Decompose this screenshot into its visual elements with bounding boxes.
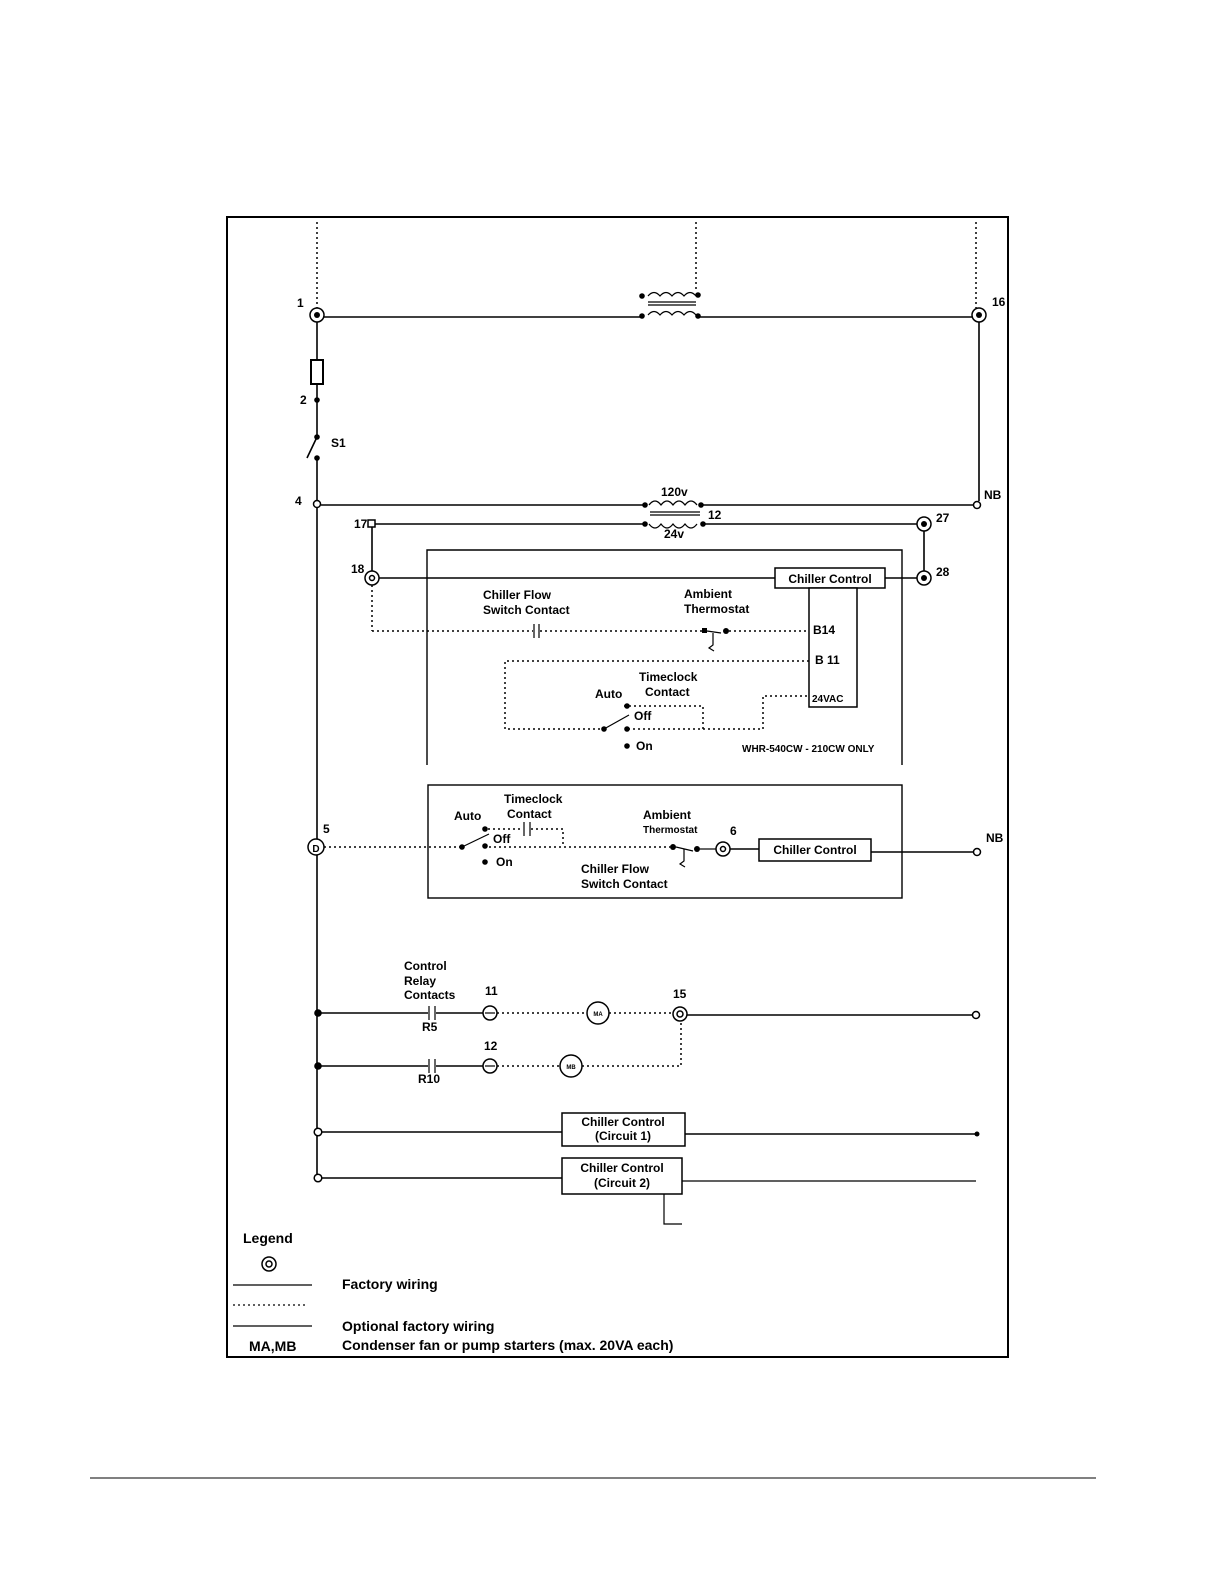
chiller-control-lower-label: Chiller Control bbox=[773, 843, 856, 857]
terminal-28-label: 28 bbox=[936, 565, 950, 579]
terminal-6-label: 6 bbox=[730, 824, 737, 838]
lower-ambient-line2: Thermostat bbox=[643, 825, 698, 836]
legend-factory-text: Factory wiring bbox=[342, 1276, 438, 1292]
terminal-5-label: 5 bbox=[323, 822, 330, 836]
relay-label-line1: Control bbox=[404, 959, 447, 973]
legend-optional-text: Optional factory wiring bbox=[342, 1318, 494, 1334]
relay-r10-label: R10 bbox=[418, 1072, 440, 1086]
primary-voltage-label: 120v bbox=[661, 485, 688, 499]
terminal-18 bbox=[364, 570, 380, 586]
terminal-1-label: 1 bbox=[297, 296, 304, 310]
vac-label: 24VAC bbox=[812, 694, 844, 705]
terminal-15-label: 15 bbox=[673, 987, 687, 1001]
transformer-24v-icon bbox=[648, 523, 698, 529]
lower-on-label: On bbox=[496, 855, 513, 869]
terminal-28 bbox=[916, 570, 932, 586]
transformer-120v-icon bbox=[648, 500, 698, 506]
upper-ambient-line1: Ambient bbox=[684, 587, 732, 601]
b14-label: B14 bbox=[813, 623, 835, 637]
terminal-27-label: 27 bbox=[936, 511, 950, 525]
selector-switch-upper-icon bbox=[601, 703, 630, 749]
legend-ma-mb-key: MA,MB bbox=[249, 1338, 296, 1354]
terminal-16 bbox=[971, 307, 987, 323]
lower-off-label: Off bbox=[493, 832, 511, 846]
terminal-right-r5 bbox=[971, 1010, 981, 1020]
upper-timeclock-line1: Timeclock bbox=[639, 670, 698, 684]
upper-on-label: On bbox=[636, 739, 653, 753]
ma-label: MA bbox=[593, 1012, 603, 1018]
lower-auto-label: Auto bbox=[454, 809, 481, 823]
lower-timeclock-line2: Contact bbox=[507, 807, 552, 821]
terminal-27 bbox=[916, 516, 932, 532]
chiller-control-circuit-2 bbox=[561, 1157, 683, 1195]
lower-flow-switch-line1: Chiller Flow bbox=[581, 862, 650, 876]
terminal-4-label: 4 bbox=[295, 494, 302, 508]
control-module-block bbox=[808, 587, 858, 708]
mb-starter-icon: MB bbox=[559, 1054, 583, 1078]
upper-option-box bbox=[426, 549, 903, 765]
relay-r5-label: R5 bbox=[422, 1020, 438, 1034]
terminal-6 bbox=[715, 841, 731, 857]
chiller-control-circuit-1 bbox=[561, 1112, 686, 1147]
diagram-frame bbox=[226, 216, 1009, 1358]
circuit-2-line1: Chiller Control bbox=[580, 1161, 663, 1175]
terminal-nb-mid bbox=[972, 847, 982, 857]
terminal-12-label: 12 bbox=[484, 1039, 498, 1053]
terminal-11 bbox=[482, 1005, 498, 1021]
terminal-17-label: 17 bbox=[354, 517, 368, 531]
secondary-voltage-label: 24v bbox=[664, 527, 684, 541]
fuse-icon bbox=[310, 359, 324, 385]
lower-timeclock-line1: Timeclock bbox=[504, 792, 563, 806]
legend-title: Legend bbox=[243, 1230, 293, 1246]
terminal-18-label: 18 bbox=[351, 562, 365, 576]
terminal-nb-top-label: NB bbox=[984, 488, 1002, 502]
terminal-5: D bbox=[307, 838, 325, 856]
relay-label-line2: Relay bbox=[404, 974, 436, 988]
chiller-control-lower bbox=[758, 838, 872, 862]
terminal-nb-mid-label: NB bbox=[986, 831, 1004, 845]
terminal-4 bbox=[312, 499, 322, 509]
circuit-2-line2: (Circuit 2) bbox=[594, 1176, 650, 1190]
circuit-1-line1: Chiller Control bbox=[581, 1115, 664, 1129]
upper-auto-label: Auto bbox=[595, 687, 622, 701]
lower-option-box bbox=[427, 784, 903, 899]
legend-ma-mb-desc: Condenser fan or pump starters (max. 20V… bbox=[342, 1337, 673, 1353]
chiller-control-upper-label: Chiller Control bbox=[788, 572, 871, 586]
terminal-1 bbox=[309, 307, 325, 323]
terminal-2-label: 2 bbox=[300, 393, 307, 407]
terminal-12 bbox=[482, 1058, 498, 1074]
switch-s1-icon bbox=[306, 436, 318, 459]
legend-terminal-icon bbox=[261, 1256, 277, 1272]
terminal-15 bbox=[672, 1006, 688, 1022]
lower-flow-switch-line2: Switch Contact bbox=[581, 877, 668, 891]
upper-box-note: WHR-540CW - 210CW ONLY bbox=[742, 744, 875, 755]
upper-off-label: Off bbox=[634, 709, 652, 723]
control-transformer-top bbox=[639, 291, 701, 319]
lower-ambient-line1: Ambient bbox=[643, 808, 691, 822]
mb-label: MB bbox=[566, 1065, 576, 1071]
terminal-11-label: 11 bbox=[485, 984, 498, 998]
terminal-17 bbox=[367, 519, 376, 528]
upper-flow-switch-line2: Switch Contact bbox=[483, 603, 570, 617]
selector-switch-lower-icon bbox=[459, 826, 490, 865]
switch-s1-label: S1 bbox=[331, 436, 346, 450]
upper-flow-switch-line1: Chiller Flow bbox=[483, 588, 552, 602]
terminal-16-label: 16 bbox=[992, 295, 1006, 309]
terminal-nb-top bbox=[972, 500, 982, 510]
b11-label: B 11 bbox=[815, 653, 840, 667]
relay-label-line3: Contacts bbox=[404, 988, 456, 1002]
circuit-1-line2: (Circuit 1) bbox=[595, 1129, 651, 1143]
svg-text:D: D bbox=[312, 844, 319, 855]
terminal-12-secondary-label: 12 bbox=[708, 508, 722, 522]
upper-timeclock-line2: Contact bbox=[645, 685, 690, 699]
upper-ambient-line2: Thermostat bbox=[684, 602, 749, 616]
ambient-thermostat-upper-icon bbox=[702, 628, 729, 652]
ma-starter-icon: MA bbox=[586, 1001, 610, 1025]
ambient-thermostat-lower-icon bbox=[670, 844, 700, 868]
